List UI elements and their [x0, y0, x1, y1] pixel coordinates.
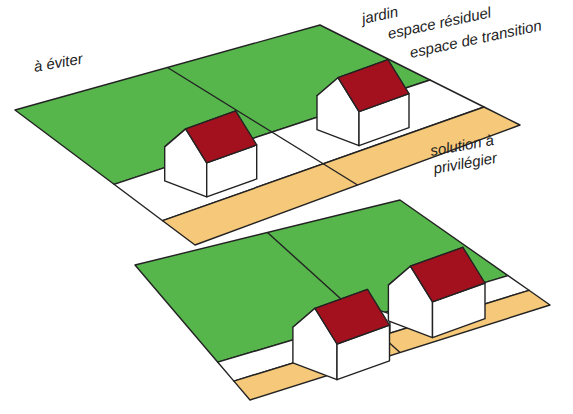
house-roof	[410, 247, 485, 302]
house-roof	[338, 60, 409, 112]
residual-ground	[218, 276, 529, 382]
annotation-label: solution à privilégier	[429, 123, 544, 178]
house-roof	[186, 111, 257, 163]
house-roof	[315, 289, 390, 344]
annotation-label: à éviter	[32, 50, 84, 76]
